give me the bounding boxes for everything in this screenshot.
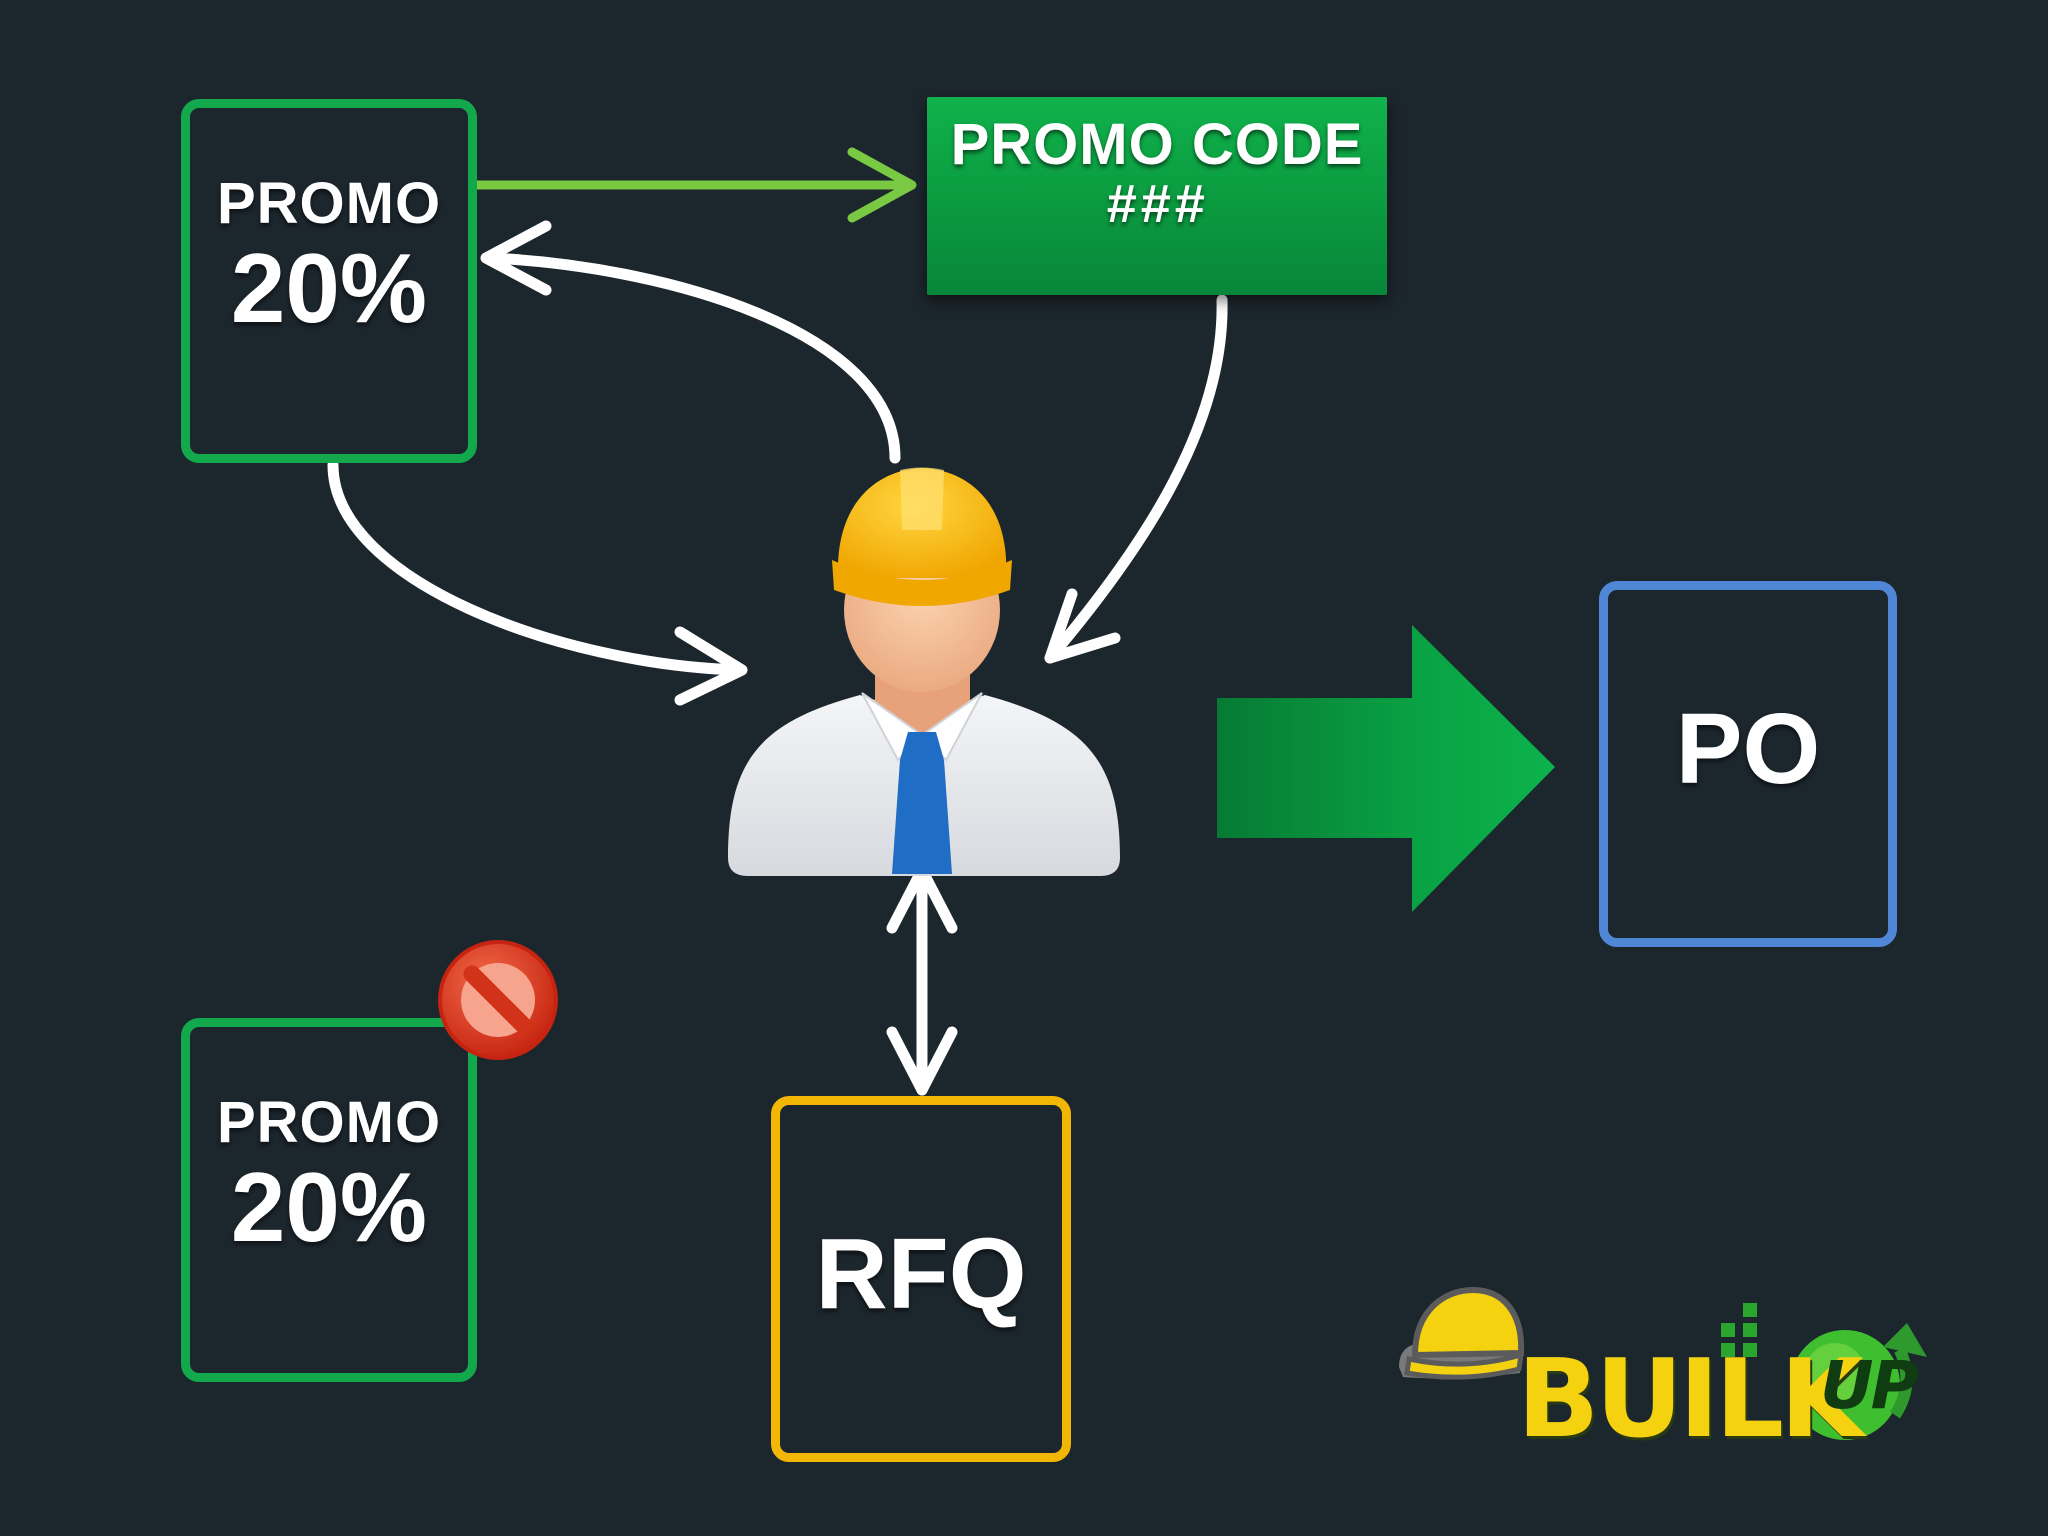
contractor-person-icon xyxy=(728,467,1120,876)
rfq-label: RFQ xyxy=(815,1217,1027,1330)
promo-box-top: PROMO 20% xyxy=(181,99,477,463)
promo-label: PROMO xyxy=(216,171,442,236)
hard-hat-icon xyxy=(1399,1286,1525,1380)
promo-value: 20% xyxy=(230,1152,428,1262)
promo-code-value: ### xyxy=(1105,173,1209,234)
logo-up-arrow-icon xyxy=(1883,1323,1927,1357)
logo-graphic xyxy=(1399,1286,1927,1440)
po-label: PO xyxy=(1675,692,1821,805)
promo-code-title: PROMO CODE xyxy=(950,112,1364,177)
promo-box-bottom: PROMO 20% xyxy=(181,1018,477,1382)
promo-to-person-arrow xyxy=(327,459,748,706)
logo-bars xyxy=(1721,1303,1757,1357)
person-to-promo-arrow xyxy=(480,220,901,464)
promo-value: 20% xyxy=(230,233,428,343)
rfq-box: RFQ xyxy=(771,1096,1071,1462)
to-po-big-arrow xyxy=(1217,625,1555,912)
logo-text: BUILK xyxy=(1517,1337,1864,1462)
builkup-logo: BUILK UP xyxy=(1395,1285,1985,1462)
promo-to-code-arrow xyxy=(477,147,917,223)
promo-label: PROMO xyxy=(216,1090,442,1155)
promo-code-box: PROMO CODE ### xyxy=(927,97,1387,295)
person-rfq-double-arrow xyxy=(886,864,958,1096)
logo-up-text: UP xyxy=(1820,1347,1919,1424)
po-box: PO xyxy=(1599,581,1897,947)
code-to-person-arrow xyxy=(1044,294,1228,664)
